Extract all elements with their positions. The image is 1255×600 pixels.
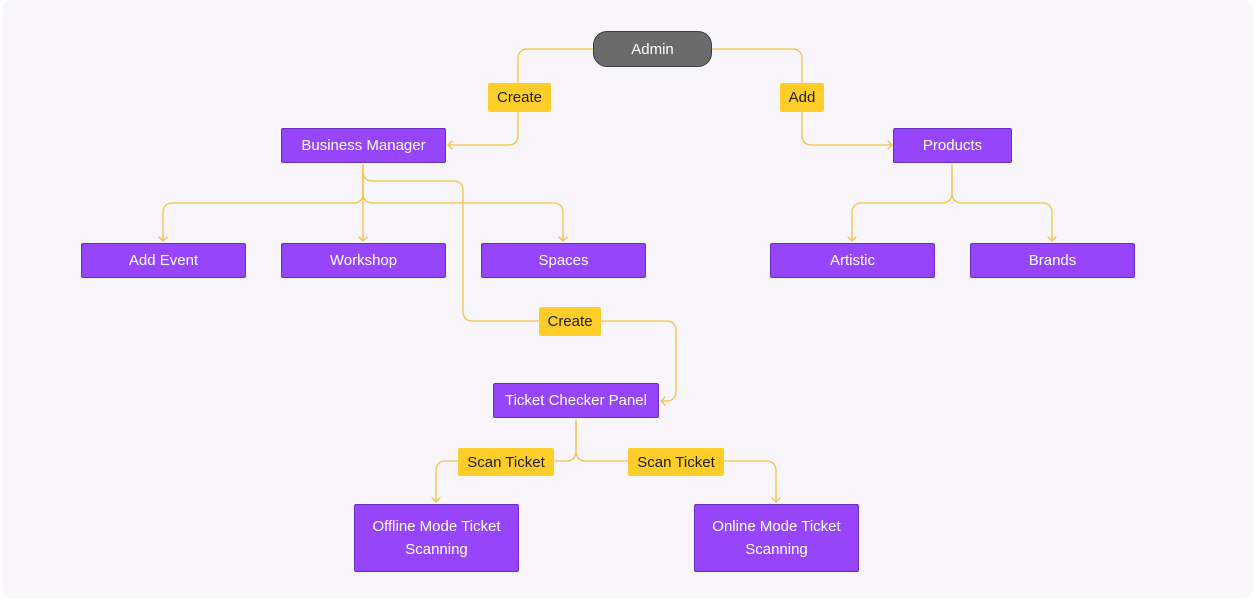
node-offline-mode-ticket-scanning[interactable]: Offline Mode Ticket Scanning <box>354 504 519 572</box>
edge-label-scan-offline: Scan Ticket <box>458 448 554 476</box>
node-add-event[interactable]: Add Event <box>81 243 246 278</box>
node-online-mode-ticket-scanning[interactable]: Online Mode Ticket Scanning <box>694 504 859 572</box>
edge-manager-to-ticket-checker <box>362 164 677 402</box>
arrowhead-brands <box>1047 236 1057 242</box>
edge-products-to-artistic <box>851 164 953 242</box>
arrowhead-add-event <box>158 236 168 242</box>
node-brands[interactable]: Brands <box>970 243 1135 278</box>
arrowhead-offline <box>431 497 441 503</box>
node-products[interactable]: Products <box>893 128 1012 163</box>
edge-products-to-brands <box>951 164 1053 242</box>
node-business-manager[interactable]: Business Manager <box>281 128 446 163</box>
node-admin[interactable]: Admin <box>593 31 712 67</box>
arrowhead-ticket-checker <box>660 396 666 406</box>
arrowhead-workshop <box>358 236 368 242</box>
edge-label-admin-add: Add <box>780 83 824 112</box>
edge-manager-to-add-event <box>162 164 364 242</box>
arrowhead-products <box>887 140 893 150</box>
edge-label-scan-online: Scan Ticket <box>628 448 724 476</box>
arrowhead-artistic <box>847 236 857 242</box>
arrowhead-spaces <box>558 236 568 242</box>
arrowhead-business-manager <box>447 140 453 150</box>
node-spaces[interactable]: Spaces <box>481 243 646 278</box>
node-workshop[interactable]: Workshop <box>281 243 446 278</box>
node-ticket-checker-panel[interactable]: Ticket Checker Panel <box>493 383 659 418</box>
edge-label-manager-create: Create <box>539 307 601 336</box>
node-artistic[interactable]: Artistic <box>770 243 935 278</box>
arrowhead-online <box>771 497 781 503</box>
edge-label-admin-create: Create <box>488 83 551 112</box>
